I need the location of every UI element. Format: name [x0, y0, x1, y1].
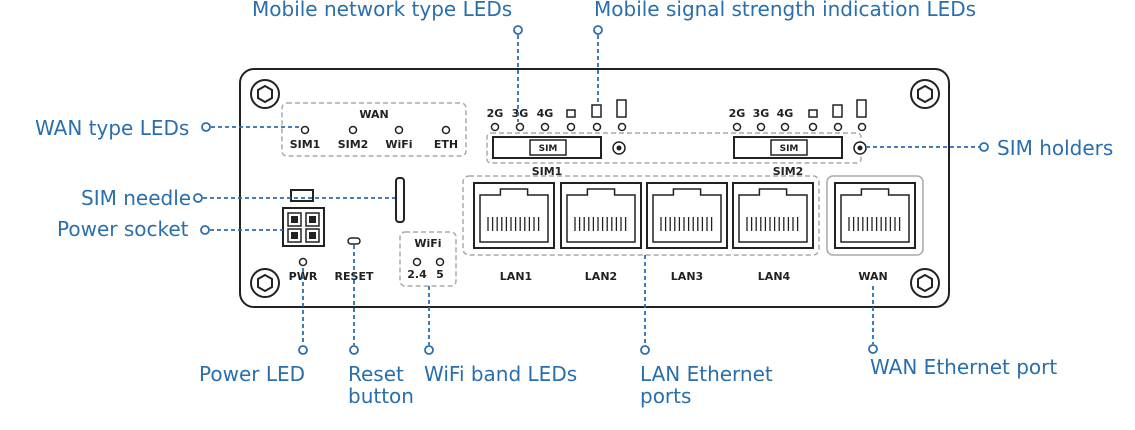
- wifi-led-5: [435, 257, 445, 267]
- sim2-led: [756, 122, 766, 132]
- callout-reset-line2: button: [348, 384, 414, 408]
- sim1-led: [540, 122, 550, 132]
- wan-led-wifi: [394, 125, 404, 135]
- callout-lan-line2: ports: [640, 384, 692, 408]
- wan-port[interactable]: [834, 182, 916, 249]
- wifi-led-label: 5: [436, 268, 444, 281]
- wifi-led-label: 2.4: [407, 268, 427, 281]
- lan-group-outline: [462, 175, 820, 256]
- signal-bar-icon: [566, 109, 576, 118]
- net-led-label: 2G: [729, 107, 746, 120]
- callout-wan-type-leds: WAN type LEDs: [35, 116, 190, 140]
- sim2-led: [857, 122, 867, 132]
- power-socket: [282, 189, 325, 247]
- wan-led-eth: [441, 125, 451, 135]
- sim-eject-icon: [612, 141, 626, 155]
- wifi-led-2-4: [412, 257, 422, 267]
- callout-reset-line1: Reset: [348, 362, 404, 386]
- screw-icon: [910, 79, 940, 109]
- sim2-led: [732, 122, 742, 132]
- sim1-led: [592, 122, 602, 132]
- callout-wan-ethernet-port: WAN Ethernet port: [870, 355, 1058, 379]
- lan-port-label: LAN3: [671, 270, 703, 283]
- sim1-led: [617, 122, 627, 132]
- wan-led-group-outline: [281, 102, 467, 157]
- wifi-group-title: WiFi: [414, 237, 441, 250]
- leader-dot: [868, 344, 878, 354]
- callout-reset-button: Reset button: [348, 363, 414, 407]
- sim1-holder[interactable]: [492, 136, 602, 159]
- callout-lan-ethernet-ports: LAN Ethernet ports: [640, 363, 773, 407]
- sim-eject-icon: [853, 141, 867, 155]
- sim2-holder[interactable]: [733, 136, 843, 159]
- leader-dot: [193, 193, 203, 203]
- leader-dot: [424, 345, 434, 355]
- callout-sim-needle: SIM needle: [81, 186, 192, 210]
- wan-group-title: WAN: [359, 108, 388, 121]
- callout-mobile-network-leds: Mobile network type LEDs: [252, 0, 513, 21]
- leader-dot: [201, 122, 211, 132]
- callout-wifi-band-leds: WiFi band LEDs: [424, 362, 578, 386]
- sim-slot-label: SIM: [780, 144, 799, 154]
- net-led-label: 3G: [512, 107, 529, 120]
- sim1-led: [566, 122, 576, 132]
- lan-port-label: LAN2: [585, 270, 617, 283]
- sim-needle-slot: [395, 177, 405, 223]
- signal-bar-icon: [808, 109, 818, 118]
- signal-bar-icon: [591, 104, 602, 118]
- leader-dot: [513, 25, 523, 35]
- wan-port-label: WAN: [858, 270, 887, 283]
- signal-bar-icon: [856, 99, 867, 118]
- lan-port[interactable]: [560, 182, 642, 249]
- net-led-label: 2G: [487, 107, 504, 120]
- sim2-led: [833, 122, 843, 132]
- leader-dot: [979, 142, 989, 152]
- sim-slot-label: SIM: [539, 144, 558, 154]
- sim1-led: [515, 122, 525, 132]
- signal-bar-icon: [616, 99, 627, 118]
- leader-dot: [593, 25, 603, 35]
- wan-led-label: ETH: [434, 138, 458, 151]
- wan-port-outline: [826, 175, 924, 256]
- lan-port-label: LAN1: [500, 270, 532, 283]
- sim2-label: SIM2: [773, 165, 804, 178]
- callout-power-led: Power LED: [199, 362, 306, 386]
- screw-icon: [250, 79, 280, 109]
- sim2-led: [780, 122, 790, 132]
- callout-power-socket: Power socket: [57, 217, 189, 241]
- sim1-led: [490, 122, 500, 132]
- signal-bar-icon: [832, 104, 843, 118]
- callout-lan-line1: LAN Ethernet: [640, 362, 773, 386]
- lan-port-label: LAN4: [758, 270, 791, 283]
- net-led-label: 4G: [777, 107, 794, 120]
- leader-dot: [298, 345, 308, 355]
- wifi-led-group-outline: [399, 231, 457, 287]
- sim1-label: SIM1: [532, 165, 563, 178]
- wan-led-sim1: [300, 125, 310, 135]
- power-led: [298, 257, 308, 267]
- leader-dot: [640, 345, 650, 355]
- wan-led-label: SIM1: [290, 138, 321, 151]
- lan-port[interactable]: [473, 182, 555, 249]
- wan-led-label: WiFi: [385, 138, 412, 151]
- leader-dot: [349, 345, 359, 355]
- net-led-label: 4G: [537, 107, 554, 120]
- lan-port[interactable]: [646, 182, 728, 249]
- callout-sim-holders: SIM holders: [997, 136, 1114, 160]
- reset-button[interactable]: [347, 237, 361, 245]
- lan-port[interactable]: [732, 182, 814, 249]
- screw-icon: [250, 268, 280, 298]
- wan-led-label: SIM2: [338, 138, 369, 151]
- screw-icon: [910, 268, 940, 298]
- callout-mobile-signal-leds: Mobile signal strength indication LEDs: [594, 0, 977, 21]
- ethernet-ports: [473, 182, 916, 249]
- net-led-label: 3G: [753, 107, 770, 120]
- wan-led-sim2: [348, 125, 358, 135]
- leader-dot: [200, 225, 210, 235]
- sim2-led: [808, 122, 818, 132]
